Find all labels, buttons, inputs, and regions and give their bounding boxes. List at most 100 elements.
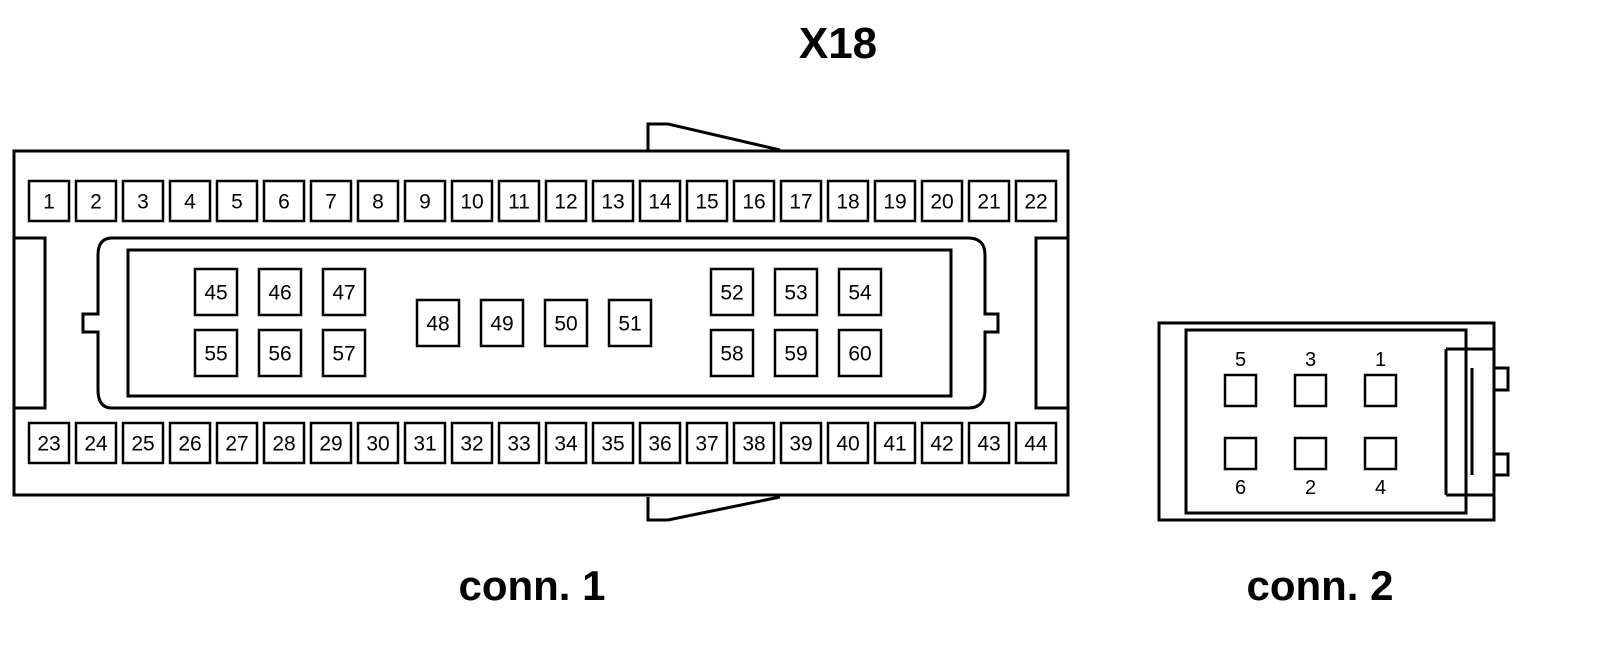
pin-outline: [773, 267, 819, 317]
pin-outline: [403, 179, 447, 223]
pin-38: 38: [732, 421, 776, 465]
pin-number: 21: [977, 191, 1000, 214]
pin-59: 59: [773, 328, 819, 378]
pin-outline: [74, 179, 118, 223]
connector-2-label: conn. 2: [1246, 562, 1393, 609]
pin-number: 36: [648, 433, 671, 456]
pin-43: 43: [967, 421, 1011, 465]
pin-outline: [403, 421, 447, 465]
pin-number: 15: [695, 191, 718, 214]
pin-outline: [732, 421, 776, 465]
pin-outline: [779, 179, 823, 223]
pin-outline: [638, 179, 682, 223]
pin-number: 4: [184, 191, 196, 214]
pin-number: 57: [332, 343, 355, 366]
pin-number: 24: [84, 433, 108, 456]
pin-outline: [920, 421, 964, 465]
pin-outline: [497, 421, 541, 465]
pin-outline: [321, 267, 367, 317]
pin-outline: [27, 179, 71, 223]
pin-outline: [356, 179, 400, 223]
pin-number: 50: [554, 313, 577, 336]
pin-outline: [121, 421, 165, 465]
pin-50: 50: [543, 298, 589, 348]
pin-10: 10: [450, 179, 494, 223]
pin-58: 58: [709, 328, 755, 378]
pin-34: 34: [544, 421, 588, 465]
pin-outline: [709, 328, 755, 378]
pin-outline: [920, 179, 964, 223]
pin-8: 8: [356, 179, 400, 223]
pin-28: 28: [262, 421, 306, 465]
pin-number: 8: [372, 191, 384, 214]
pin-outline: [1293, 373, 1328, 408]
pin-outline: [685, 179, 729, 223]
connector-1: [12, 122, 1070, 522]
pin-number: 60: [848, 343, 871, 366]
pin-number: 41: [883, 433, 906, 456]
pin-51: 51: [607, 298, 653, 348]
pin-31: 31: [403, 421, 447, 465]
pin-outline: [1223, 373, 1258, 408]
pin-outline: [826, 421, 870, 465]
pin-number: 38: [742, 433, 765, 456]
pin-number: 56: [268, 343, 291, 366]
pin-number: 52: [720, 282, 743, 305]
pin-22: 22: [1014, 179, 1058, 223]
pin-number: 23: [37, 433, 60, 456]
pin-outline: [450, 421, 494, 465]
pin-outline: [257, 267, 303, 317]
pin-outline: [479, 298, 525, 348]
pin-number: 58: [720, 343, 743, 366]
pin-17: 17: [779, 179, 823, 223]
pin-outline: [837, 267, 883, 317]
pin-20: 20: [920, 179, 964, 223]
pin-outline: [967, 421, 1011, 465]
pin-outline: [826, 179, 870, 223]
pin-33: 33: [497, 421, 541, 465]
pin-7: 7: [309, 179, 353, 223]
pin-number: 25: [131, 433, 154, 456]
pin-number: 1: [43, 191, 55, 214]
pin-number: 46: [268, 282, 291, 305]
pin-number: 5: [231, 191, 243, 214]
pin-number: 2: [90, 191, 102, 214]
bottom-latch: [646, 495, 781, 522]
pin-number: 14: [648, 191, 672, 214]
pin-outline: [193, 328, 239, 378]
pin-number: 59: [784, 343, 807, 366]
pin-outline: [638, 421, 682, 465]
pin-number: 6: [278, 191, 290, 214]
pin-outline: [309, 421, 353, 465]
pin-number: 37: [695, 433, 718, 456]
pin-44: 44: [1014, 421, 1058, 465]
pin-outline: [544, 421, 588, 465]
pin-12: 12: [544, 179, 588, 223]
pin-number: 35: [601, 433, 624, 456]
pin-14: 14: [638, 179, 682, 223]
pin-number: 17: [789, 191, 812, 214]
pin-number: 20: [930, 191, 953, 214]
pin-3: 3: [121, 179, 165, 223]
pin-56: 56: [257, 328, 303, 378]
pin-number: 19: [883, 191, 906, 214]
pin-label-2: 2: [1305, 477, 1316, 499]
pin-number: 11: [508, 191, 530, 214]
pin-47: 47: [321, 267, 367, 317]
pin-outline: [497, 179, 541, 223]
c2-pin-3: [1293, 373, 1328, 408]
c2-pin-2: [1293, 436, 1328, 471]
pin-48: 48: [415, 298, 461, 348]
pin-1: 1: [27, 179, 71, 223]
pin-outline: [773, 328, 819, 378]
pin-outline: [309, 179, 353, 223]
pin-outline: [215, 179, 259, 223]
pin-outline: [121, 179, 165, 223]
pin-number: 55: [204, 343, 227, 366]
pin-number: 39: [789, 433, 812, 456]
c2-pin-5: [1223, 373, 1258, 408]
